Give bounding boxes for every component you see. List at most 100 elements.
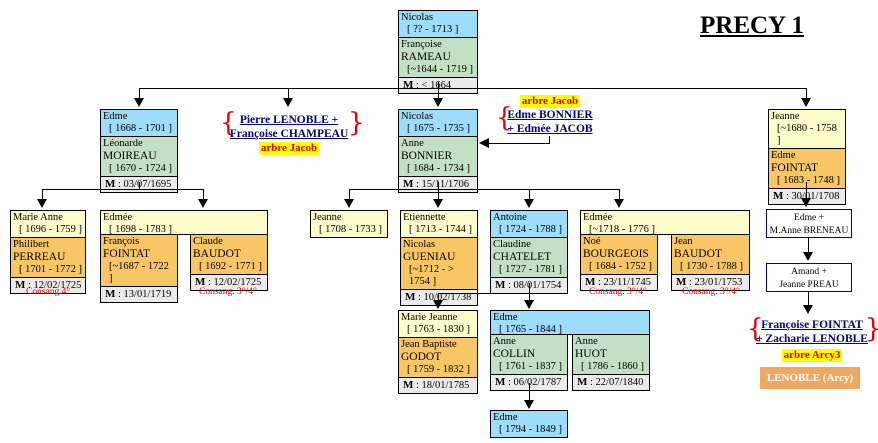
edme-breneau-box[interactable]: Edme + M.Anne BRENEAU bbox=[766, 209, 852, 238]
link-line-1[interactable]: Pierre LENOBLE + bbox=[239, 114, 339, 126]
wife-cell: Marie Jeanne[ 1763 - 1830 ] bbox=[399, 311, 477, 338]
consanguinity-note: Consang.4° bbox=[26, 287, 71, 297]
husband-cell: Edme[ 1668 - 1701 ] bbox=[101, 110, 177, 137]
person-dates: [ 1765 - 1844 ] bbox=[499, 324, 562, 335]
arrow-down-icon bbox=[524, 300, 534, 309]
link-line-2[interactable]: Françoise CHAMPEAU bbox=[229, 128, 349, 140]
person-first-name: Anne bbox=[575, 336, 598, 347]
marriage-label: M bbox=[495, 376, 506, 388]
marriage-date: : 03/07/1695 bbox=[115, 179, 172, 190]
link-line-2[interactable]: + Zacharie LENOBLE bbox=[756, 333, 868, 345]
person-dates: [ 1759 - 1832 ] bbox=[407, 364, 470, 375]
person-dates: [ 1786 - 1860 ] bbox=[581, 361, 644, 372]
person-name: Edme bbox=[103, 111, 128, 122]
amand-preau-box[interactable]: Amand + Jeanne PREAU bbox=[766, 263, 852, 292]
edmee-wife-header[interactable]: Edmée[~1718 - 1776 ] bbox=[580, 210, 750, 235]
marriage-date: : 08/01/1754 bbox=[505, 280, 562, 291]
marriage-date: : 30/01/1708 bbox=[783, 191, 840, 202]
arbre-arcy3-tag[interactable]: arbre Arcy3 bbox=[781, 349, 843, 362]
person-name: Jeanne bbox=[771, 111, 800, 122]
person-name: Marie Anne bbox=[13, 212, 63, 223]
person-dates: [ ?? - 1713 ] bbox=[407, 24, 459, 35]
couple-line-1: Amand + bbox=[791, 267, 827, 277]
connector-line bbox=[139, 88, 140, 98]
connector-line bbox=[139, 88, 807, 89]
marriage-cell: M : 30/01/1708 bbox=[769, 189, 845, 204]
person-name: Edme bbox=[493, 312, 518, 323]
person-last-name: PERREAU bbox=[13, 251, 66, 263]
arbre-jacob-tag[interactable]: arbre Jacob bbox=[258, 142, 320, 155]
person-dates: [ 1698 - 1783 ] bbox=[109, 224, 172, 235]
edmee-wife-header[interactable]: Edmée[ 1698 - 1783 ] bbox=[100, 210, 268, 235]
person-name: Edmée bbox=[103, 212, 133, 223]
marriage-label: M bbox=[585, 276, 596, 288]
person-last-name: BOURGEOIS bbox=[583, 248, 649, 260]
marriage-label: M bbox=[403, 79, 414, 91]
person-name: Nicolas bbox=[401, 12, 434, 23]
connector-line bbox=[438, 88, 439, 98]
connector-line bbox=[549, 136, 550, 144]
connector-line bbox=[529, 293, 530, 300]
person-dates: [ 1713 - 1744 ] bbox=[409, 224, 472, 235]
person-first-name: Noé bbox=[583, 236, 601, 247]
link-line-2[interactable]: + Edmée JACOB bbox=[507, 123, 593, 135]
bonnier-jacob-link[interactable]: arbre Jacob Edme BONNIER + Edmée JACOB bbox=[500, 94, 600, 136]
person-name: Jeanne bbox=[313, 212, 342, 223]
person-first-name: Françoise bbox=[401, 39, 442, 50]
brace-right-icon: } bbox=[865, 316, 878, 342]
marriage-cell: M : 06/02/1787 bbox=[491, 375, 567, 390]
person-name: Antoine bbox=[493, 212, 527, 223]
arbre-jacob-tag[interactable]: arbre Jacob bbox=[519, 95, 581, 108]
marriage-label: M bbox=[105, 178, 116, 190]
marriage-label: M bbox=[773, 190, 784, 202]
couple-line-2: Jeanne PREAU bbox=[779, 280, 839, 290]
marriage-date: : 06/02/1787 bbox=[505, 377, 562, 388]
person-dates: [ 1761 - 1837 ] bbox=[499, 361, 562, 372]
person-first-name: Anne bbox=[401, 138, 424, 149]
edme-gen5-card[interactable]: Edme[ 1794 - 1849 ] bbox=[490, 410, 568, 438]
arrow-down-icon bbox=[283, 98, 293, 107]
link-line-1[interactable]: Edme BONNIER bbox=[507, 109, 593, 121]
husband-cell: Nicolas[ 1675 - 1735 ] bbox=[399, 110, 477, 137]
connector-line bbox=[139, 182, 140, 189]
lenoble-arcy-button[interactable]: LENOBLE (Arcy) bbox=[760, 367, 860, 389]
jeanne-card[interactable]: Jeanne[ 1708 - 1733 ] bbox=[310, 210, 388, 238]
person-last-name: BAUDOT bbox=[193, 248, 241, 260]
link-line-1[interactable]: Françoise FOINTAT bbox=[761, 319, 863, 331]
marriage-label: M bbox=[15, 279, 26, 291]
arrow-down-icon bbox=[198, 199, 208, 208]
arrow-down-icon bbox=[803, 252, 813, 261]
connector-line bbox=[806, 182, 807, 198]
arrow-down-icon bbox=[344, 199, 354, 208]
fointat-lenoble-link[interactable]: Françoise FOINTAT + Zacharie LENOBLE arb… bbox=[753, 318, 871, 362]
person-dates: [~1718 - 1776 ] bbox=[589, 224, 656, 235]
connector-line bbox=[349, 189, 620, 190]
marriage-label: M bbox=[195, 276, 206, 288]
lenoble-champeau-link[interactable]: Pierre LENOBLE + Françoise CHAMPEAU arbr… bbox=[228, 113, 350, 155]
person-last-name: MOIREAU bbox=[103, 150, 157, 162]
edme-husband-header[interactable]: Edme[ 1765 - 1844 ] bbox=[490, 310, 650, 335]
arrow-down-icon bbox=[801, 98, 811, 107]
marriage-label: M bbox=[403, 178, 414, 190]
couple-line-2: M.Anne BRENEAU bbox=[769, 226, 849, 236]
marriage-cell: M : 12/02/1725 bbox=[191, 275, 267, 290]
marie-jeanne-godot-card[interactable]: Marie Jeanne[ 1763 - 1830 ] Jean Baptist… bbox=[398, 310, 478, 394]
person-dates: [ 1701 - 1772 ] bbox=[19, 264, 82, 275]
husband-cell: Antoine[ 1724 - 1788 ] bbox=[491, 211, 567, 238]
